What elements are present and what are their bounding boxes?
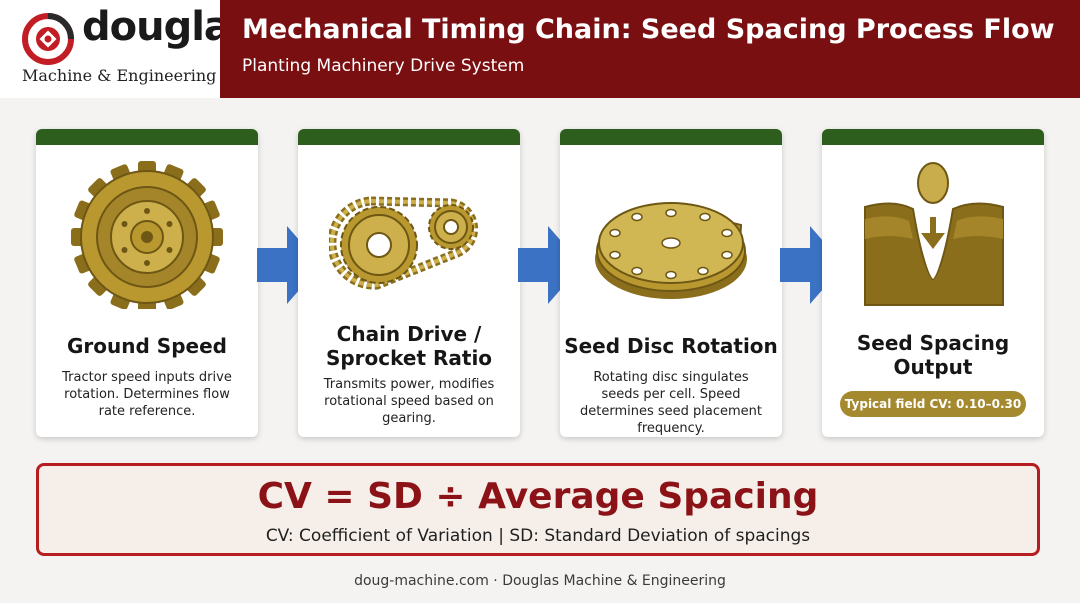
step-description: Transmits power, modifies rotational spe…: [323, 377, 495, 426]
step-title: Seed Disc Rotation: [564, 334, 778, 358]
card-header-bar: [822, 129, 1044, 145]
cv-range-badge: Typical field CV: 0.10–0.30: [840, 391, 1026, 417]
step-card-chain-drive: Chain Drive / Sprocket Ratio Transmits p…: [298, 129, 520, 437]
brand-tagline: Machine & Engineering: [22, 66, 217, 85]
step-card-ground-speed: Ground Speed Tractor speed inputs drive …: [36, 129, 258, 437]
cv-formula: CV = SD ÷ Average Spacing: [257, 476, 819, 517]
step-card-spacing-output: Seed Spacing Output Typical field CV: 0.…: [822, 129, 1044, 437]
brand-logo[interactable]: douglas Machine & Engineering: [0, 0, 254, 98]
seed-furrow-icon: [864, 162, 1004, 306]
step-title: Seed Spacing Output: [856, 331, 1010, 379]
step-description: Rotating disc singulates seeds per cell.…: [579, 370, 762, 436]
formula-panel: CV = SD ÷ Average Spacing CV: Coefficien…: [36, 463, 1040, 556]
step-title: Ground Speed: [67, 334, 227, 358]
card-header-bar: [560, 129, 782, 145]
formula-legend: CV: Coefficient of Variation | SD: Stand…: [265, 526, 811, 546]
step-title: Chain Drive / Sprocket Ratio: [325, 322, 493, 370]
flow-arrow-icon: [780, 226, 844, 304]
page-title: Mechanical Timing Chain: Seed Spacing Pr…: [242, 14, 1055, 45]
flow-arrow-icon: [257, 226, 321, 304]
step-description: Tractor speed inputs drive rotation. Det…: [62, 370, 232, 419]
douglas-logo-icon: [22, 13, 74, 65]
card-header-bar: [36, 129, 258, 145]
flow-arrow-icon: [518, 226, 582, 304]
header: douglas Machine & Engineering Mechanical…: [0, 0, 1080, 98]
chain-sprocket-icon: [329, 196, 479, 290]
seed-disc-icon: [595, 202, 747, 299]
footer-credit[interactable]: doug-machine.com · Douglas Machine & Eng…: [354, 573, 726, 589]
page-subtitle: Planting Machinery Drive System: [242, 56, 525, 76]
card-header-bar: [298, 129, 520, 145]
title-banner: Mechanical Timing Chain: Seed Spacing Pr…: [220, 0, 1080, 98]
step-card-seed-disc: Seed Disc Rotation Rotating disc singula…: [560, 129, 782, 437]
tractor-tire-icon: [71, 161, 223, 309]
